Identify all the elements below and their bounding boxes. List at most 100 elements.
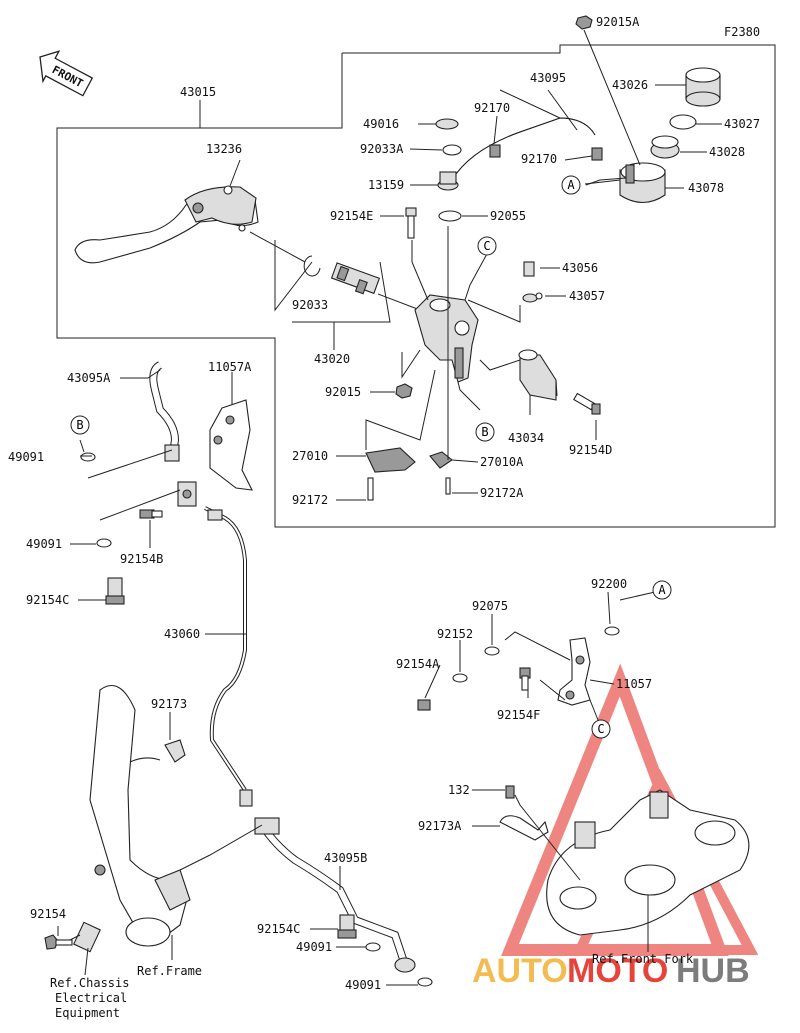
label-92033A: 92033A: [360, 142, 404, 156]
svg-text:A: A: [658, 583, 666, 597]
leader-lines-lower: [57, 369, 656, 986]
screw-92172: [367, 477, 374, 501]
label-ref-equipment: Equipment: [55, 1006, 120, 1020]
washer-49091-b: [96, 538, 112, 548]
label-43034: 43034: [508, 431, 544, 445]
label-92154E: 92154E: [330, 209, 373, 223]
label-49091-d: 49091: [345, 978, 381, 992]
watermark-auto: AUTO: [472, 952, 568, 990]
hose-43095B: [254, 817, 416, 973]
label-43026: 43026: [612, 78, 648, 92]
hose-clamp-lower: [591, 147, 603, 161]
plate-43027: [669, 114, 697, 130]
label-92200: 92200: [591, 577, 627, 591]
label-92015: 92015: [325, 385, 361, 399]
label-27010: 27010: [292, 449, 328, 463]
bolt-92154C: [105, 577, 125, 605]
reservoir-43078: [619, 162, 666, 204]
label-92154B: 92154B: [120, 552, 163, 566]
label-43095A: 43095A: [67, 371, 111, 385]
washer-92152: [452, 673, 468, 683]
hose-joint: [177, 481, 197, 507]
callout-a-right: A: [652, 580, 672, 600]
oring-92055: [438, 210, 462, 222]
label-92015A: 92015A: [596, 15, 640, 29]
washer-49091-d: [417, 977, 433, 987]
frame-reference: [89, 685, 191, 947]
assembly-frame: [56, 44, 776, 528]
washer-92075: [484, 646, 500, 656]
watermark-moto: MOTO: [567, 952, 668, 990]
svg-text:B: B: [76, 418, 83, 432]
washer-92200: [604, 626, 620, 636]
switch-27010: [365, 447, 416, 473]
label-92055: 92055: [490, 209, 526, 223]
bracket-11057: [557, 637, 591, 706]
bolt-92154: [44, 934, 73, 950]
label-92173A: 92173A: [418, 819, 462, 833]
bolt-92154B: [139, 509, 163, 519]
label-132: 132: [448, 783, 470, 797]
washer-49091-a: [80, 452, 96, 462]
clamp-92173: [129, 739, 186, 763]
bolt-92154C-lower: [337, 914, 357, 939]
cap-43026: [685, 67, 721, 107]
bolt-92154D: [573, 392, 601, 415]
label-92154A: 92154A: [396, 657, 440, 671]
label-11057: 11057: [616, 677, 652, 691]
front-fork-triple-clamp: [546, 789, 750, 936]
reservoir-hose-43095: [451, 117, 596, 181]
svg-text:C: C: [483, 239, 490, 253]
pipe-43060: [204, 506, 253, 807]
label-92170-lower: 92170: [521, 152, 557, 166]
svg-text:B: B: [481, 425, 488, 439]
label-27010A: 27010A: [480, 455, 524, 469]
callout-a-top: A: [561, 175, 581, 195]
fitting-13159: [437, 171, 459, 191]
washer-49016: [435, 118, 459, 130]
label-92154F: 92154F: [497, 708, 540, 722]
label-43015: 43015: [180, 85, 216, 99]
label-92170-upper: 92170: [474, 101, 510, 115]
label-49091-b: 49091: [26, 537, 62, 551]
label-ref-electrical: Electrical: [55, 991, 127, 1005]
label-92033: 92033: [292, 298, 328, 312]
label-92154C: 92154C: [26, 593, 69, 607]
screw-92172A: [445, 477, 451, 495]
front-arrow-icon: FRONT: [39, 50, 94, 97]
bolt-92154A: [417, 699, 431, 711]
clamp-92173A: [499, 815, 549, 841]
master-cylinder-body: [414, 294, 479, 383]
label-49091-a: 49091: [8, 450, 44, 464]
circlip-92033: [303, 255, 321, 277]
svg-text:A: A: [567, 178, 575, 192]
svg-text:C: C: [597, 722, 604, 736]
label-43060: 43060: [164, 627, 200, 641]
label-43027: 43027: [724, 117, 760, 131]
label-ref-chassis: Ref.Chassis: [50, 976, 129, 990]
label-11057A: 11057A: [208, 360, 252, 374]
clutch-lever: [74, 185, 259, 264]
label-92075: 92075: [472, 599, 508, 613]
label-92172: 92172: [292, 493, 328, 507]
label-92154C-lower: 92154C: [257, 922, 300, 936]
label-43056: 43056: [562, 261, 598, 275]
label-49091-c: 49091: [296, 940, 332, 954]
piston-kit-43020: [330, 262, 381, 295]
callout-c-top: C: [477, 236, 497, 256]
switch-27010A: [429, 451, 453, 469]
hose-43095A: [149, 361, 180, 462]
label-92152: 92152: [437, 627, 473, 641]
label-ref-frame: Ref.Frame: [137, 964, 202, 978]
bleeder-43056: [523, 261, 535, 277]
label-43028: 43028: [709, 145, 745, 159]
label-43057: 43057: [569, 289, 605, 303]
bolt-92154E: [405, 207, 417, 239]
label-92154D: 92154D: [569, 443, 612, 457]
callout-c-right: C: [591, 719, 611, 739]
hose-clamp-upper: [489, 144, 501, 158]
label-13236: 13236: [206, 142, 242, 156]
bolt-132: [505, 785, 515, 799]
label-92173: 92173: [151, 697, 187, 711]
